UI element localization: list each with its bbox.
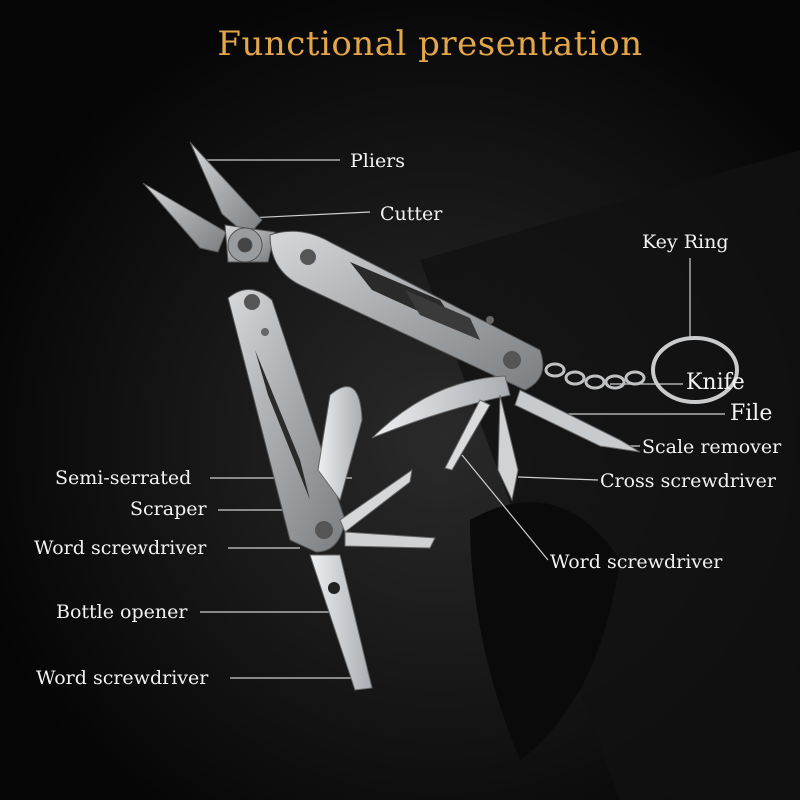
label-cutter: Cutter <box>380 203 443 225</box>
page-title: Functional presentation <box>217 24 643 64</box>
label-word-screwdriver-left: Word screwdriver <box>34 537 207 559</box>
label-key-ring: Key Ring <box>642 231 729 253</box>
label-bottle-opener: Bottle opener <box>56 601 188 623</box>
background-shape <box>420 150 800 800</box>
pliers <box>142 141 276 263</box>
label-word-screwdriver-right: Word screwdriver <box>550 551 723 573</box>
upper-handle <box>269 230 544 391</box>
label-scraper: Scraper <box>130 498 207 520</box>
label-word-screwdriver-bottom: Word screwdriver <box>36 667 209 689</box>
lower-handle <box>227 289 346 553</box>
tools <box>309 375 641 691</box>
background-shape <box>470 502 620 760</box>
label-cross-screwdriver: Cross screwdriver <box>600 470 776 492</box>
label-knife: Knife <box>686 370 745 395</box>
label-scale-remover: Scale remover <box>642 436 782 458</box>
label-semi-serrated: Semi-serrated <box>55 467 192 489</box>
label-file: File <box>730 401 773 426</box>
key-ring <box>544 336 739 404</box>
label-pliers: Pliers <box>350 150 406 172</box>
